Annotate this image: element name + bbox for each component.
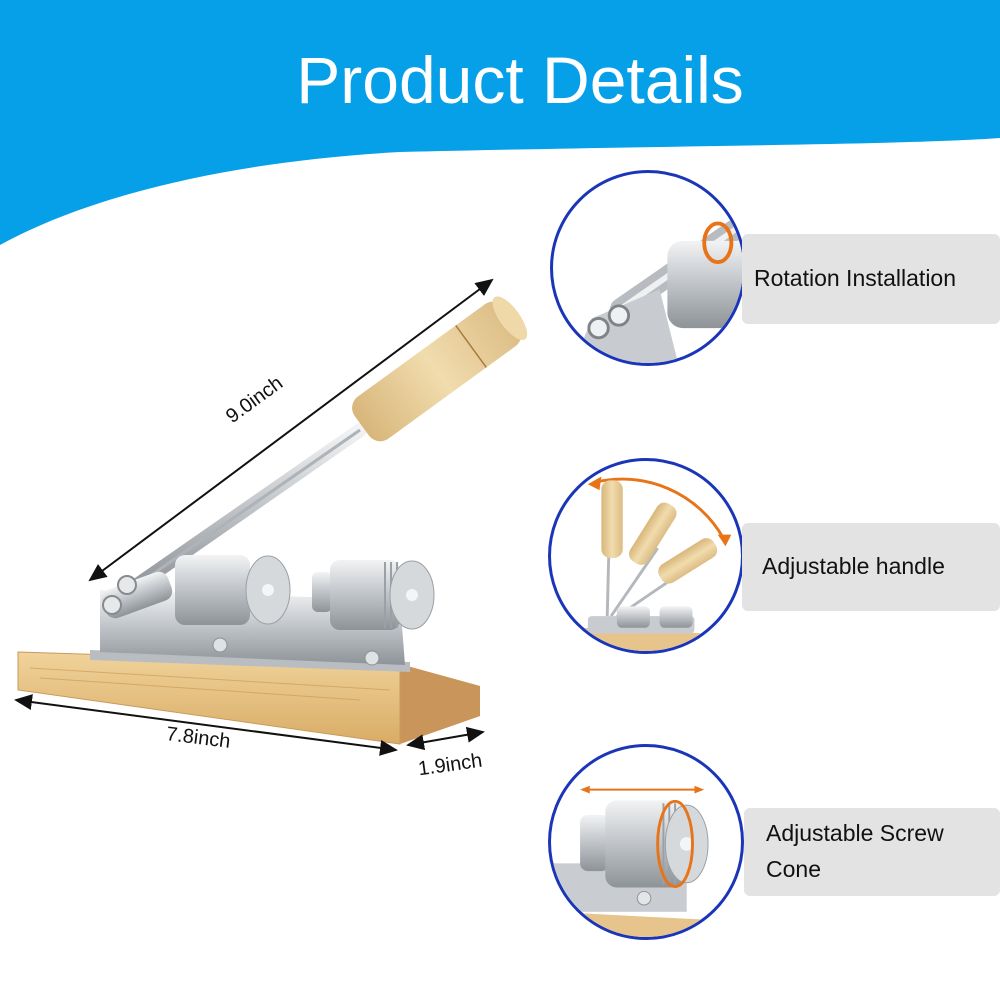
feature-label-adjustable-handle: Adjustable handle xyxy=(742,523,1000,611)
feature-text: Rotation Installation xyxy=(754,265,957,292)
handle-length-arrow xyxy=(88,278,494,582)
handle-angle-detail-icon xyxy=(580,476,732,651)
feature-image-rotation xyxy=(550,170,746,366)
screw-cone-detail-icon xyxy=(551,785,741,937)
feature-image-adjustable-handle xyxy=(548,458,744,654)
rotation-detail-icon xyxy=(573,211,743,363)
base-width-arrow xyxy=(406,726,485,751)
feature-label-adjustable-screw-cone: Adjustable Screw Cone xyxy=(744,808,1000,896)
nutcracker-product-image xyxy=(14,278,528,756)
page-title: Product Details xyxy=(296,43,744,117)
header-banner xyxy=(0,0,1000,245)
feature-image-screw-cone xyxy=(548,744,744,940)
feature-label-rotation-installation: Rotation Installation xyxy=(742,234,1000,324)
feature-text: Adjustable Screw Cone xyxy=(766,820,944,882)
base-length-arrow xyxy=(14,694,398,756)
feature-text: Adjustable handle xyxy=(762,553,945,580)
